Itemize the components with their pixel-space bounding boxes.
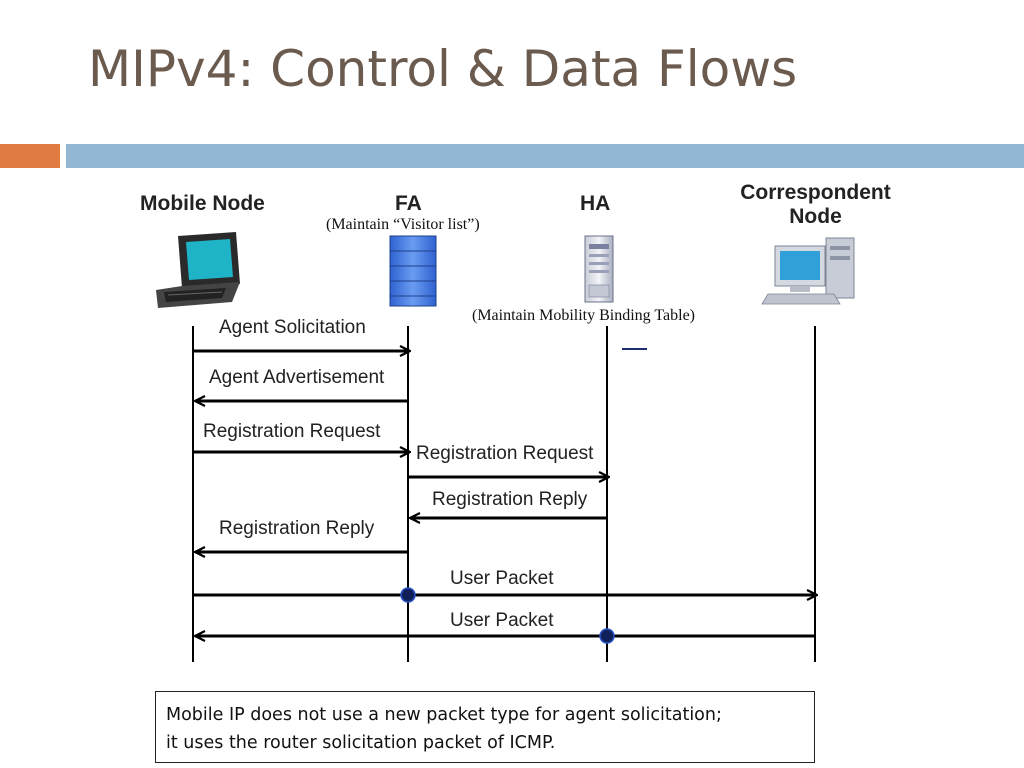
message-label: User Packet xyxy=(450,610,554,631)
message-label: User Packet xyxy=(450,568,554,589)
title-accent-bar-blue xyxy=(66,144,1024,168)
message-label: Agent Solicitation xyxy=(219,317,366,338)
server-gray-icon xyxy=(584,235,614,303)
message-label: Registration Reply xyxy=(219,518,375,539)
node-label-line1: Correspondent xyxy=(740,181,891,204)
via-dot-ha xyxy=(599,628,615,644)
message-label: Registration Request xyxy=(203,421,381,442)
ha-note: (Maintain Mobility Binding Table) xyxy=(472,307,696,324)
via-dot-fa xyxy=(400,587,416,603)
fa-note: (Maintain “Visitor list”) xyxy=(326,216,480,233)
laptop-icon xyxy=(156,232,240,308)
message-label: Agent Advertisement xyxy=(209,367,385,388)
title-accent-bar-orange xyxy=(0,144,60,168)
node-label-fa: FA xyxy=(395,192,422,215)
node-label-correspondent-node: Correspondent Node xyxy=(728,181,903,229)
note-line-1: Mobile IP does not use a new packet type… xyxy=(166,705,722,725)
explanatory-note-box: Mobile IP does not use a new packet type… xyxy=(155,691,815,763)
message-label: Registration Request xyxy=(416,443,594,464)
desktop-computer-icon xyxy=(761,237,855,305)
node-label-mobile-node: Mobile Node xyxy=(140,192,265,215)
slide-title: MIPv4: Control & Data Flows xyxy=(88,40,798,98)
server-blue-icon xyxy=(389,235,437,307)
node-label-ha: HA xyxy=(580,192,611,215)
node-label-line2: Node xyxy=(789,205,842,228)
message-label: Registration Reply xyxy=(432,489,588,510)
note-line-2: it uses the router solicitation packet o… xyxy=(166,733,556,753)
